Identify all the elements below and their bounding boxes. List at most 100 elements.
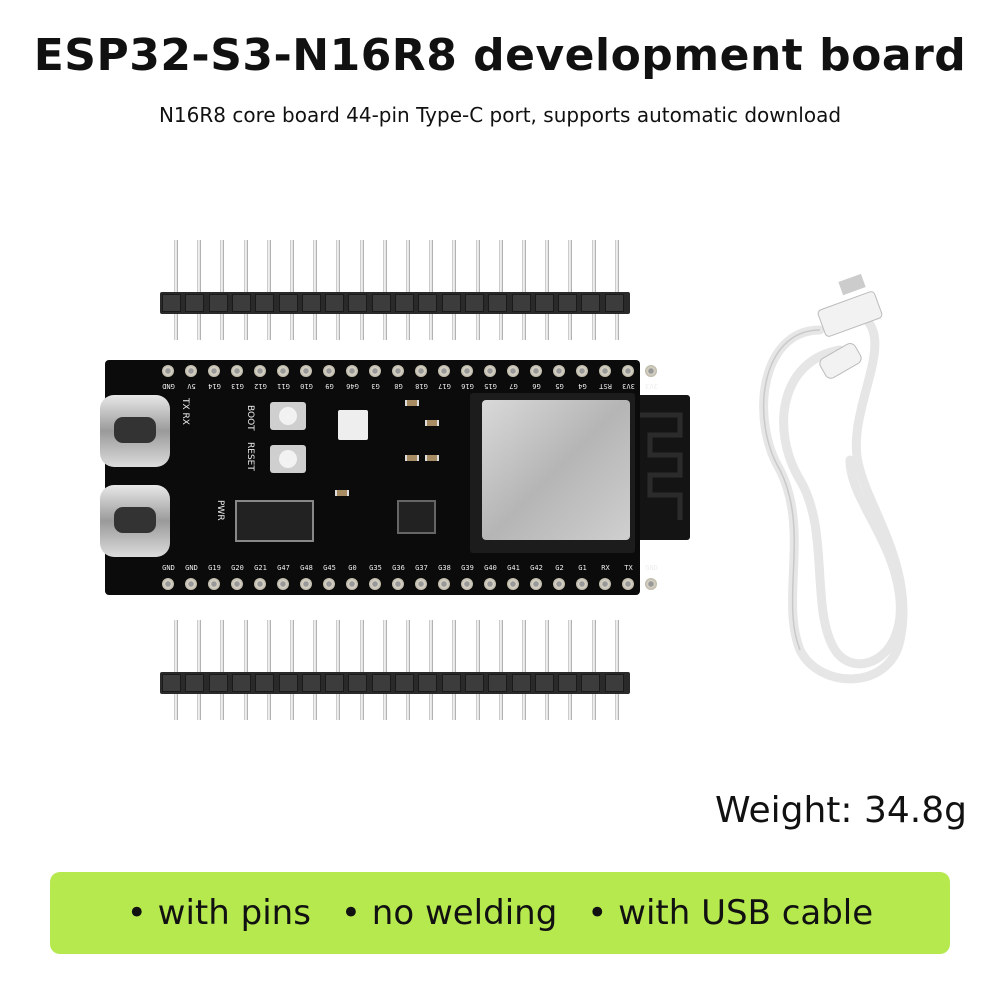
pin-label: G4	[578, 382, 587, 390]
pin-label: G39	[461, 564, 474, 572]
header-pin	[359, 240, 364, 340]
header-pin	[406, 240, 410, 340]
usb-cable	[759, 273, 908, 684]
usb-plug-c	[819, 343, 862, 379]
header-pin	[429, 620, 434, 720]
pin-label: G19	[208, 564, 221, 572]
header-pin	[197, 620, 202, 720]
header-pin	[568, 620, 573, 720]
pin-label: G15	[484, 382, 497, 390]
pin-pad	[162, 365, 174, 377]
pin-pad	[346, 578, 358, 590]
pin-pad	[645, 365, 657, 377]
pin-pad	[553, 365, 565, 377]
reset-label: RESET	[245, 442, 255, 471]
header-pin	[359, 620, 364, 720]
pin-pad	[599, 365, 611, 377]
pin-pad	[162, 578, 174, 590]
feature-pins: with pins	[127, 893, 311, 933]
pin-header-bottom	[160, 620, 630, 725]
pin-pad	[484, 578, 496, 590]
pin-label: G2	[555, 564, 564, 572]
voltage-regulator	[397, 500, 436, 534]
header-pin	[382, 620, 387, 720]
header-pin	[475, 240, 480, 340]
pin-pad	[323, 578, 335, 590]
pin-label: G21	[254, 564, 267, 572]
pin-label: G6	[532, 382, 541, 390]
header-pin	[591, 240, 596, 340]
pin-pad	[553, 578, 565, 590]
pin-label: G1	[578, 564, 587, 572]
header-pin	[336, 240, 341, 340]
pin-label: G5	[555, 382, 564, 390]
smd-component	[405, 400, 419, 406]
header-pin	[614, 240, 619, 340]
pin-pad	[369, 365, 381, 377]
pin-label: G12	[254, 382, 267, 390]
pin-label: G11	[277, 382, 290, 390]
pin-pad	[208, 578, 220, 590]
pin-label: TX	[624, 564, 633, 572]
antenna-trace-icon	[640, 412, 683, 520]
pin-pad	[185, 578, 197, 590]
pin-label: GND	[645, 564, 658, 572]
header-pin	[220, 240, 225, 340]
reset-button	[270, 445, 306, 473]
module-shield	[482, 400, 630, 540]
pin-pad	[392, 578, 404, 590]
pin-label: 3V3	[622, 382, 635, 390]
pin-pad	[622, 365, 634, 377]
pin-pad	[254, 578, 266, 590]
pin-pad	[484, 365, 496, 377]
pin-pad	[461, 365, 473, 377]
header-pin	[522, 620, 526, 720]
pin-label: G35	[369, 564, 382, 572]
usb-plug-a	[817, 291, 883, 337]
page-subtitle: N16R8 core board 44-pin Type-C port, sup…	[158, 103, 842, 127]
header-pin	[243, 620, 248, 720]
pin-label: G10	[300, 382, 313, 390]
pin-pad	[438, 365, 450, 377]
header-pin	[406, 620, 410, 720]
pin-pad	[576, 578, 588, 590]
pin-label: G14	[208, 382, 221, 390]
pin-label: G20	[231, 564, 244, 572]
pin-header-top	[160, 240, 630, 345]
pin-pad	[369, 578, 381, 590]
pin-label: GND	[162, 564, 175, 572]
txrx-label: TX RX	[180, 398, 190, 425]
pin-label: GND	[185, 564, 198, 572]
smd-component	[335, 490, 349, 496]
header-pin	[429, 240, 434, 340]
header-housing	[160, 292, 630, 314]
pin-label: G48	[300, 564, 313, 572]
smd-component	[425, 455, 439, 461]
boot-button	[270, 402, 306, 430]
pin-pad	[530, 578, 542, 590]
pin-label: GND	[162, 382, 175, 390]
pin-pad	[208, 365, 220, 377]
features-banner: with pins no welding with USB cable	[50, 872, 950, 954]
header-pin	[243, 240, 248, 340]
header-pin	[266, 620, 271, 720]
header-pin	[313, 620, 318, 720]
header-pin	[545, 620, 550, 720]
pin-pad	[622, 578, 634, 590]
pin-pad	[300, 365, 312, 377]
header-pin	[382, 240, 387, 340]
header-pin	[614, 620, 619, 720]
header-pin	[174, 240, 178, 340]
pin-label: RST	[599, 382, 612, 390]
header-pin	[568, 240, 573, 340]
smd-component	[425, 420, 439, 426]
pin-label: G45	[323, 564, 336, 572]
usb-c-port-2	[100, 485, 170, 557]
pin-pad	[323, 365, 335, 377]
pin-pad	[277, 365, 289, 377]
pin-pad	[185, 365, 197, 377]
pin-pad	[507, 578, 519, 590]
pin-label: G37	[415, 564, 428, 572]
feature-no-welding: no welding	[341, 893, 558, 933]
pin-pad	[576, 365, 588, 377]
